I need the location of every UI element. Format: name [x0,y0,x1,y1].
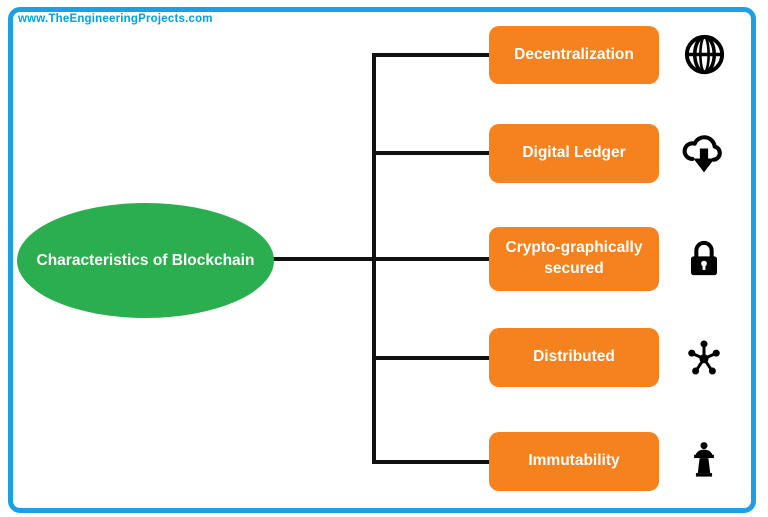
connector-trunk [372,53,376,464]
root-node-characteristics: Characteristics of Blockchain [17,203,274,318]
node-cryptographically-secured: Crypto-graphically secured [489,227,659,291]
cloud-download-icon [678,126,730,178]
node-distributed: Distributed [489,328,659,387]
node-label: Digital Ledger [522,144,626,162]
node-label: Decentralization [514,45,634,63]
node-label: Distributed [533,348,615,366]
connector-branch-2 [374,151,489,155]
connector-branch-1 [374,53,489,57]
root-node-label: Characteristics of Blockchain [36,251,255,269]
node-digital-ledger: Digital Ledger [489,124,659,183]
network-icon [678,331,730,383]
node-immutability: Immutability [489,432,659,491]
node-label: Crypto-graphically secured [505,239,643,277]
watermark-url: www.TheEngineeringProjects.com [18,13,213,25]
connector-branch-5 [374,460,489,464]
globe-icon [678,28,730,80]
connector-root-line [272,257,489,261]
node-label: Immutability [528,452,620,470]
connector-branch-4 [374,356,489,360]
node-decentralization: Decentralization [489,26,659,84]
podium-icon [678,435,730,487]
lock-icon [678,233,730,285]
